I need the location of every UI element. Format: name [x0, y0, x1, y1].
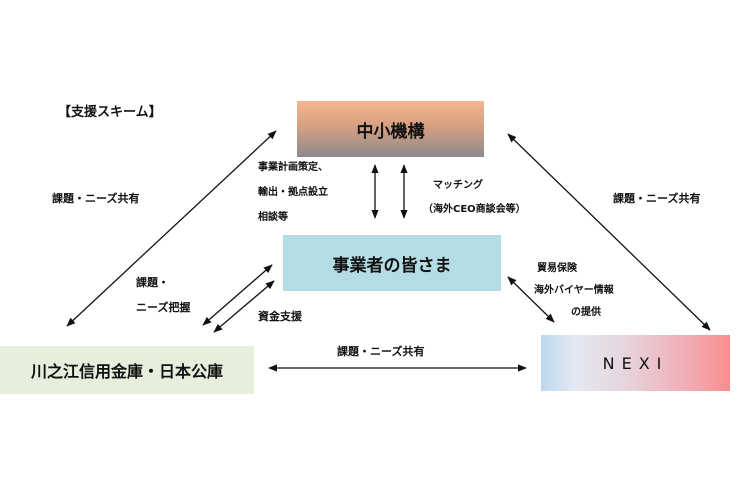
label-nexi-3: の提供	[571, 307, 601, 318]
node-smrj-label: 中小機構	[356, 121, 425, 142]
node-businesses-label: 事業者の皆さま	[332, 255, 452, 276]
label-left-share: 課題・ニーズ共有	[52, 192, 140, 205]
arrow-banks-businesses-2	[213, 280, 275, 333]
label-kiko-support-1: 事業計画策定、	[258, 162, 328, 173]
label-grasp-1: 課題・	[136, 276, 169, 289]
node-banks-label: 川之江信用金庫・日本公庫	[30, 362, 223, 381]
label-nexi-2: 海外バイヤー情報	[534, 285, 614, 296]
node-nexi: NEXI	[541, 335, 730, 391]
node-banks: 川之江信用金庫・日本公庫	[0, 346, 254, 394]
arrow-smrj-nexi	[507, 133, 711, 331]
label-bottom-share: 課題・ニーズ共有	[337, 345, 425, 358]
arrow-businesses-nexi	[507, 276, 555, 323]
label-kiko-support-2: 輸出・拠点設立	[258, 187, 328, 198]
label-grasp-2: ニーズ把握	[136, 301, 191, 314]
arrow-bank-smrj	[66, 130, 277, 327]
label-nexi-1: 貿易保険	[537, 263, 577, 274]
node-nexi-label: NEXI	[602, 353, 669, 373]
label-matching-1: マッチング	[433, 180, 483, 191]
label-kiko-support-3: 相談等	[258, 212, 288, 223]
label-funding: 資金支援	[258, 310, 302, 323]
node-smrj: 中小機構	[297, 101, 484, 157]
label-right-share: 課題・ニーズ共有	[613, 192, 701, 205]
node-businesses: 事業者の皆さま	[283, 235, 501, 291]
diagram-title: 【支援スキーム】	[58, 105, 162, 120]
label-matching-2: （海外CEO商談会等）	[423, 204, 526, 215]
